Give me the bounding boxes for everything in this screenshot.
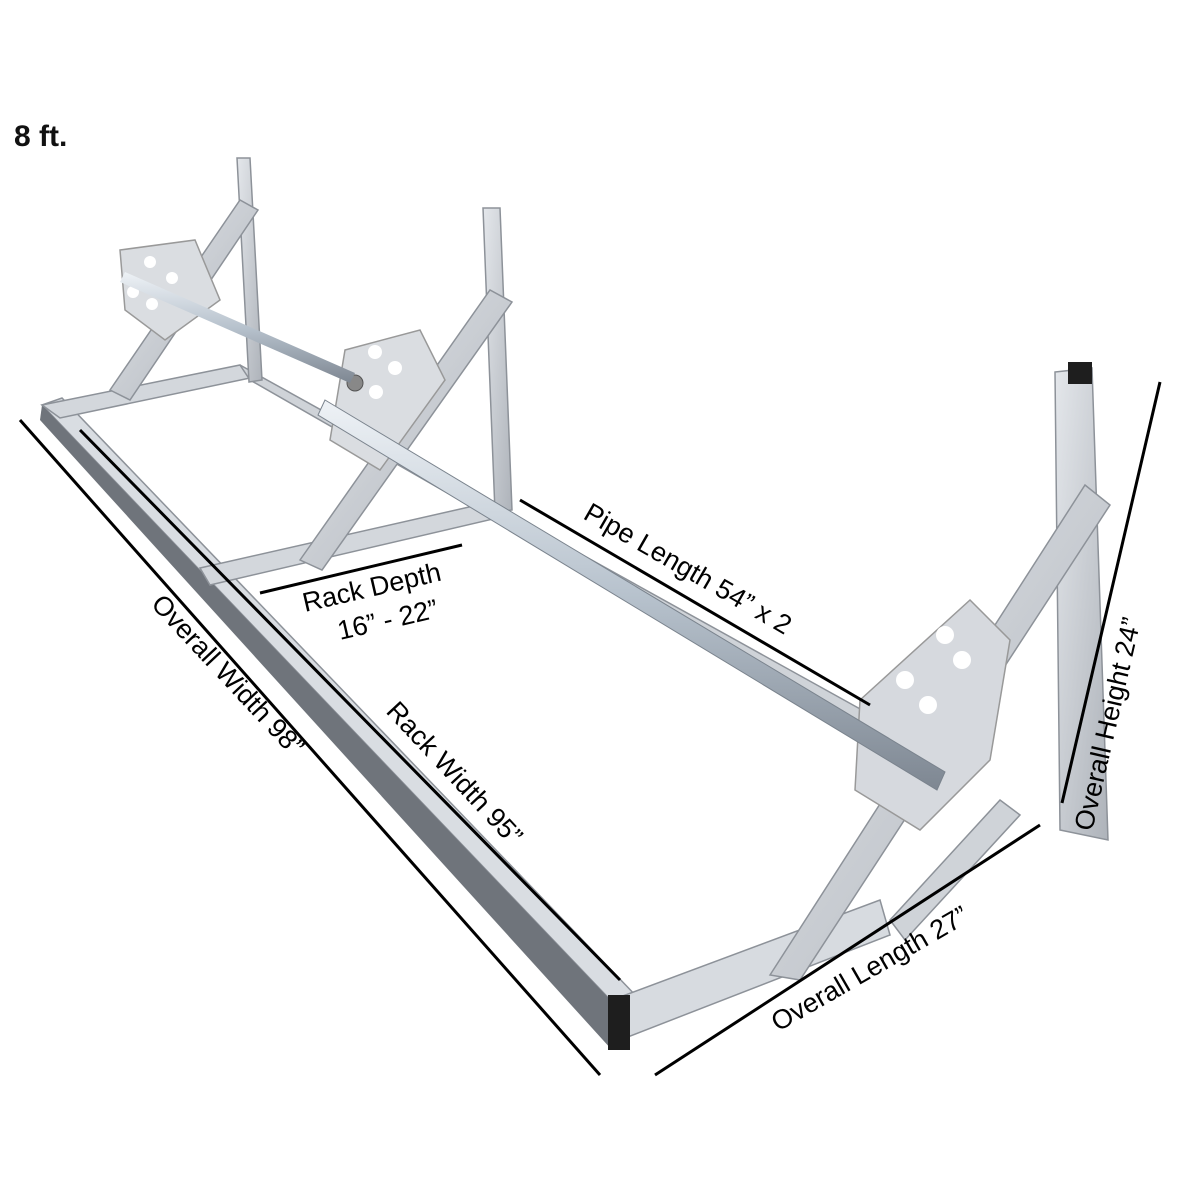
- pipe-rear: [120, 272, 355, 383]
- upright-end-cap: [1068, 362, 1092, 384]
- base-frame: [40, 364, 891, 1050]
- pipe-length-line: [519, 498, 871, 707]
- end-cap: [608, 995, 630, 1050]
- pipe-front: [317, 399, 946, 791]
- pipes: [120, 272, 946, 791]
- dimension-lines: [18, 381, 1162, 1077]
- right-upright: [768, 362, 1112, 981]
- overall-height-line: [1060, 381, 1162, 804]
- rack-depth-line: [259, 543, 463, 595]
- overall-width-line: [18, 419, 602, 1076]
- overall-length-line: [654, 823, 1041, 1077]
- rack-width-line: [78, 428, 622, 982]
- size-label: 8 ft.: [14, 120, 68, 153]
